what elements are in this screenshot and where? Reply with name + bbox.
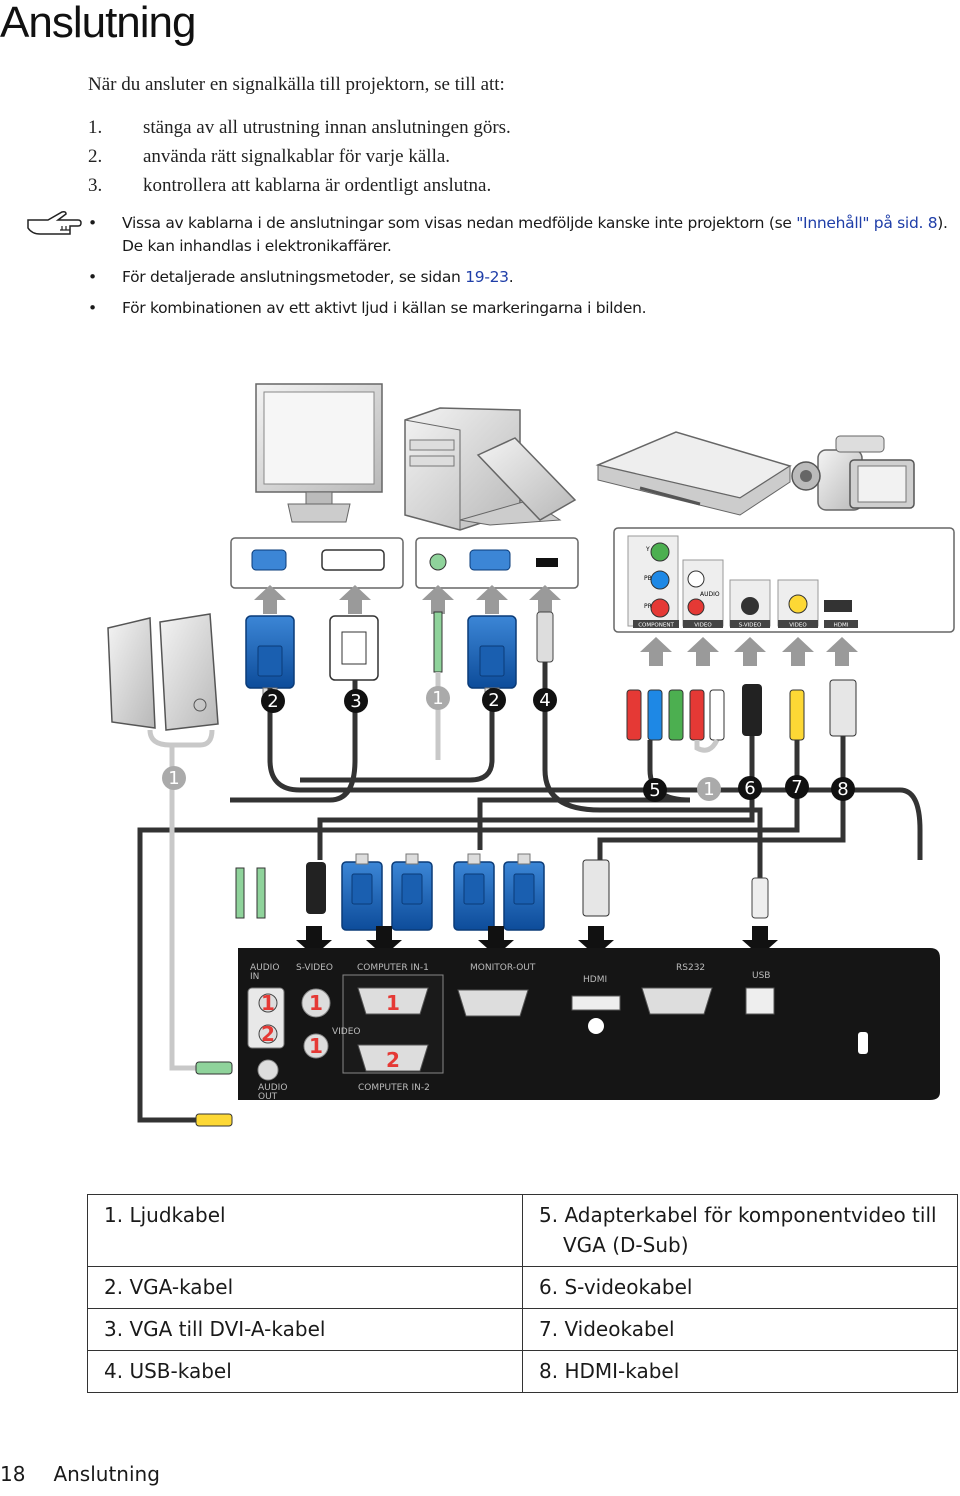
table-cell: 3. VGA till DVI-A-kabel (87, 1308, 523, 1351)
pages-link[interactable]: 19-23 (465, 268, 509, 286)
table-cell: 2. VGA-kabel (87, 1266, 523, 1309)
dvd-player-device (595, 431, 792, 516)
table-row: 1. Ljudkabel 5. Adapterkabel för kompone… (87, 1194, 958, 1267)
table-row: 2. VGA-kabel 6. S-videokabel (87, 1266, 958, 1309)
svg-text:PR: PR (644, 603, 652, 610)
computer-device (404, 407, 577, 531)
page-title: Anslutning (0, 0, 196, 47)
speakers-device (107, 613, 219, 731)
svg-text:COMPUTER IN-2: COMPUTER IN-2 (358, 1083, 430, 1093)
intro-text: När du ansluter en signalkälla till proj… (88, 74, 505, 95)
notes-list: Vissa av kablarna i de anslutningar som … (88, 212, 956, 328)
label-svideo: S-VIDEO (739, 623, 762, 629)
svg-text:RS232: RS232 (676, 963, 705, 973)
pointing-hand-note-icon (27, 211, 82, 235)
svg-text:1: 1 (703, 779, 714, 800)
svg-text:1: 1 (168, 768, 179, 789)
svg-text:VIDEO: VIDEO (332, 1027, 361, 1037)
svg-text:6: 6 (744, 778, 755, 799)
svg-text:Y: Y (645, 546, 650, 553)
callout-numbers: 2 3 1 2 4 5 1 6 7 8 1 (162, 686, 855, 802)
svg-text:4: 4 (539, 690, 550, 711)
svg-text:1: 1 (432, 688, 443, 709)
note-item: Vissa av kablarna i de anslutningar som … (88, 212, 956, 258)
note-item: För kombinationen av ett aktivt ljud i k… (88, 297, 956, 320)
step-item: 1.stänga av all utrustning innan anslutn… (88, 117, 511, 138)
svg-text:1: 1 (261, 991, 275, 1015)
step-item: 3.kontrollera att kablarna är ordentligt… (88, 175, 492, 196)
svg-text:5: 5 (649, 780, 660, 801)
monitor-device (255, 383, 383, 523)
svg-text:1: 1 (386, 991, 400, 1015)
rca-plugs (626, 679, 857, 741)
svg-text:2: 2 (267, 691, 278, 712)
camcorder-device (791, 435, 915, 511)
svg-text:S-VIDEO: S-VIDEO (296, 963, 333, 973)
steps-list: 1.stänga av all utrustning innan anslutn… (88, 117, 511, 204)
svg-text:1: 1 (309, 991, 323, 1015)
connection-diagram: Y PB PR AUDIO COMPONENT VIDEO S-VIDEO VI… (107, 383, 955, 1127)
svg-text:2: 2 (386, 1048, 400, 1072)
table-cell: 6. S-videokabel (522, 1266, 958, 1309)
page-number: 18 (0, 1462, 26, 1486)
cable-legend-table: 1. Ljudkabel 5. Adapterkabel för kompone… (87, 1194, 958, 1393)
svg-text:2: 2 (261, 1022, 275, 1046)
svg-text:AUDIO: AUDIO (700, 591, 720, 598)
label-video-2: VIDEO (789, 623, 807, 629)
label-hdmi: HDMI (834, 623, 849, 629)
table-cell: 7. Videokabel (522, 1308, 958, 1351)
table-row: 3. VGA till DVI-A-kabel 7. Videokabel (87, 1308, 958, 1351)
footer-section-title: Anslutning (53, 1462, 160, 1486)
svg-text:3: 3 (350, 691, 361, 712)
svg-text:USB: USB (752, 971, 770, 981)
svg-text:1: 1 (309, 1034, 323, 1058)
pc-port-panel (230, 537, 579, 589)
label-component: COMPONENT (638, 623, 674, 629)
svg-text:8: 8 (837, 779, 848, 800)
svg-text:COMPUTER IN-1: COMPUTER IN-1 (357, 963, 429, 973)
svg-text:2: 2 (488, 690, 499, 711)
contents-link[interactable]: "Innehåll" på sid. 8 (796, 214, 938, 232)
av-port-panel: Y PB PR AUDIO COMPONENT VIDEO S-VIDEO VI… (613, 527, 955, 633)
page-footer: 18 Anslutning (0, 1462, 160, 1486)
svg-text:MONITOR-OUT: MONITOR-OUT (470, 963, 536, 973)
note-item: För detaljerade anslutningsmetoder, se s… (88, 266, 956, 289)
table-row: 4. USB-kabel 8. HDMI-kabel (87, 1350, 958, 1393)
svg-text:7: 7 (791, 777, 802, 798)
table-cell: 8. HDMI-kabel (522, 1350, 958, 1393)
table-cell: 1. Ljudkabel (87, 1194, 523, 1267)
table-cell: 4. USB-kabel (87, 1350, 523, 1393)
svg-text:HDMI: HDMI (583, 975, 607, 985)
svg-text:PB: PB (644, 575, 652, 582)
dvi-plug (329, 615, 379, 681)
label-video: VIDEO (694, 623, 712, 629)
step-item: 2.använda rätt signalkablar för varje kä… (88, 146, 451, 167)
